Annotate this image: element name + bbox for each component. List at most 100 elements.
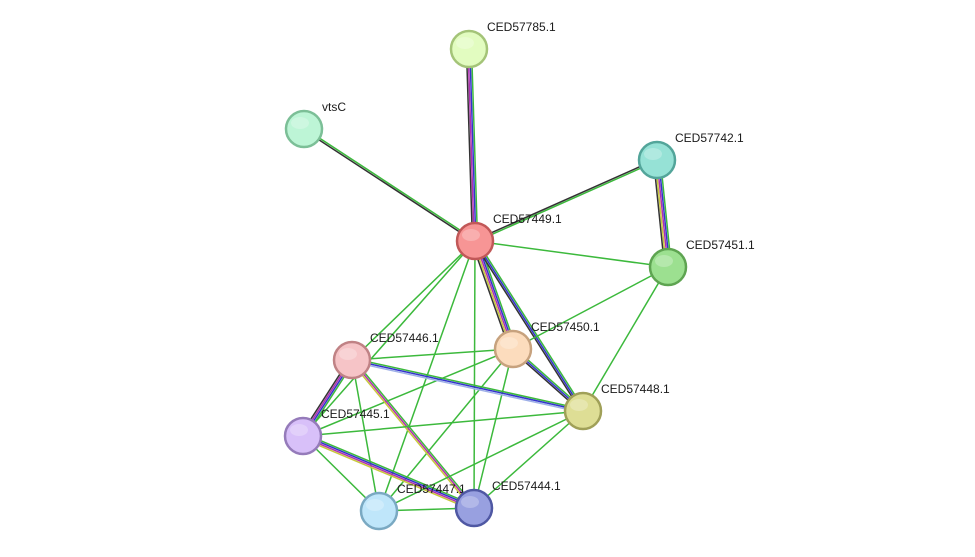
node-circle[interactable] (563, 391, 603, 431)
node-circle[interactable] (493, 329, 533, 369)
edge-ced57451-1-ced57450-1 (512, 266, 669, 350)
edge-line (512, 266, 669, 350)
node-label: CED57448.1 (601, 382, 670, 396)
node-ced57447-1[interactable]: CED57447.1 (359, 482, 466, 531)
edge-line (474, 240, 669, 268)
node-circle[interactable] (449, 29, 489, 69)
node-highlight (500, 337, 518, 349)
node-ced57450-1[interactable]: CED57450.1 (493, 320, 600, 369)
node-ced57451-1[interactable]: CED57451.1 (648, 238, 755, 287)
node-label: CED57742.1 (675, 131, 744, 145)
edge-line (465, 49, 474, 242)
node-ced57785-1[interactable]: CED57785.1 (449, 20, 556, 69)
edge-line (469, 48, 477, 241)
node-ced57449-1[interactable]: CED57449.1 (455, 212, 562, 261)
edge-ced57742-1-ced57449-1 (474, 158, 658, 243)
edge-ced57449-1-ced57451-1 (474, 240, 669, 268)
edge-ced57446-1-ced57444-1 (350, 358, 476, 510)
node-label: CED57449.1 (493, 212, 562, 226)
node-label: CED57444.1 (492, 479, 561, 493)
edge-line (352, 358, 476, 508)
node-highlight (290, 424, 308, 436)
edge-line (351, 240, 476, 361)
edges-layer (300, 48, 673, 512)
edge-line (302, 348, 514, 437)
edge-ced57450-1-ced57446-1 (351, 348, 514, 361)
edge-line (301, 437, 474, 512)
node-circle[interactable] (284, 109, 324, 149)
edge-line (303, 432, 476, 507)
edge-ced57449-1-ced57444-1 (473, 240, 476, 509)
node-label: CED57450.1 (531, 320, 600, 334)
node-ced57444-1[interactable]: CED57444.1 (454, 479, 561, 528)
edge-ced57451-1-ced57448-1 (582, 266, 669, 412)
node-ced57446-1[interactable]: CED57446.1 (332, 331, 439, 380)
node-label: CED57785.1 (487, 20, 556, 34)
edge-vtsc-ced57449-1 (303, 127, 476, 243)
node-circle[interactable] (637, 140, 677, 180)
edge-line (351, 348, 514, 361)
node-ced57742-1[interactable]: CED57742.1 (637, 131, 744, 180)
edge-line (467, 49, 475, 242)
edge-ced57446-1-ced57448-1 (351, 357, 584, 414)
edge-line (302, 436, 474, 510)
edge-line (302, 240, 476, 437)
node-vtsc[interactable]: vtsC (284, 100, 346, 149)
edge-ced57450-1-ced57445-1 (302, 348, 514, 437)
edge-ced57445-1-ced57444-1 (301, 432, 476, 512)
edge-ced57450-1-ced57444-1 (473, 348, 514, 509)
edge-line (351, 359, 584, 412)
edge-line (303, 129, 475, 243)
node-circle[interactable] (332, 340, 372, 380)
node-highlight (291, 117, 309, 129)
node-label: CED57445.1 (321, 407, 390, 421)
node-ced57445-1[interactable]: CED57445.1 (283, 407, 390, 456)
edge-ced57448-1-ced57447-1 (378, 410, 584, 512)
edge-ced57449-1-ced57448-1 (472, 239, 586, 413)
node-circle[interactable] (359, 491, 399, 531)
edge-line (582, 266, 669, 412)
edge-line (472, 241, 583, 413)
node-circle[interactable] (455, 221, 495, 261)
edge-line (473, 240, 476, 509)
edge-line (351, 359, 475, 509)
node-ced57448-1[interactable]: CED57448.1 (563, 382, 670, 431)
node-circle[interactable] (648, 247, 688, 287)
edge-line (303, 434, 475, 508)
edge-line (352, 357, 584, 411)
edge-line (473, 410, 584, 509)
nodes-layer: CED57785.1 vtsC CED57742.1CED57449.1CED574… (283, 20, 755, 531)
edge-line (302, 410, 584, 437)
edge-line (351, 359, 380, 512)
node-label: CED57451.1 (686, 238, 755, 252)
edge-line (378, 348, 514, 512)
edge-line (474, 158, 657, 241)
edge-line (350, 360, 474, 510)
edge-line (304, 127, 476, 241)
edge-ced57449-1-ced57445-1 (302, 240, 476, 437)
node-highlight (644, 148, 662, 160)
edge-line (475, 239, 586, 411)
edge-ced57450-1-ced57447-1 (378, 348, 514, 512)
node-circle[interactable] (283, 416, 323, 456)
node-label: CED57446.1 (370, 331, 439, 345)
node-circle[interactable] (454, 488, 494, 528)
edge-line (378, 410, 584, 512)
node-highlight (366, 499, 384, 511)
node-label: vtsC (322, 100, 346, 114)
node-highlight (462, 229, 480, 241)
edge-line (473, 348, 514, 509)
edge-line (471, 241, 511, 351)
node-highlight (339, 348, 357, 360)
node-label: CED57447.1 (397, 482, 466, 496)
edge-ced57445-1-ced57448-1 (302, 410, 584, 437)
edge-ced57448-1-ced57444-1 (473, 410, 584, 509)
edge-ced57449-1-ced57446-1 (351, 240, 476, 361)
edge-line (475, 160, 658, 243)
edge-ced57785-1-ced57449-1 (465, 48, 479, 242)
node-highlight (461, 496, 479, 508)
edge-line (470, 48, 479, 241)
edge-ced57446-1-ced57447-1 (351, 359, 380, 512)
node-highlight (570, 399, 588, 411)
